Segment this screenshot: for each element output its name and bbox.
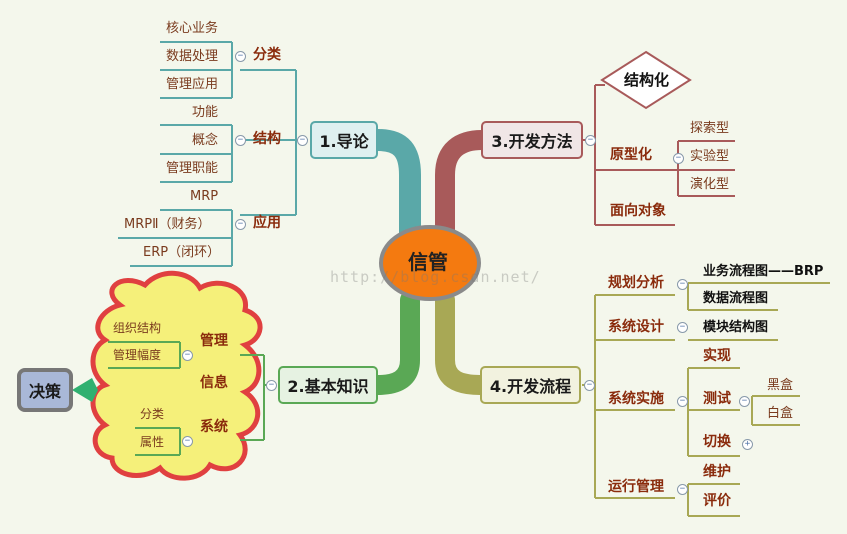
intro-leaf[interactable]: 核心业务: [166, 21, 219, 36]
collapse-icon[interactable]: −: [182, 436, 193, 447]
method-prototype[interactable]: 原型化: [610, 147, 652, 163]
knowledge-group-manage[interactable]: 管理: [200, 333, 228, 349]
intro-leaf[interactable]: MRPⅡ（财务）: [124, 217, 211, 232]
intro-leaf[interactable]: 概念: [192, 133, 219, 148]
intro-leaf[interactable]: 管理职能: [166, 161, 219, 176]
collapse-icon[interactable]: −: [677, 484, 688, 495]
intro-group-application[interactable]: 应用: [253, 215, 281, 231]
process-design[interactable]: 系统设计: [608, 319, 664, 335]
process-test-leaf[interactable]: 黑盒: [767, 378, 794, 393]
knowledge-leaf[interactable]: 组织结构: [113, 321, 162, 335]
collapse-icon[interactable]: −: [235, 219, 246, 230]
knowledge-group-info[interactable]: 信息: [200, 375, 228, 391]
center-node-ring: [379, 225, 481, 301]
collapse-icon[interactable]: −: [585, 135, 596, 146]
intro-group-category[interactable]: 分类: [253, 47, 281, 63]
collapse-icon[interactable]: −: [235, 51, 246, 62]
intro-group-structure[interactable]: 结构: [253, 131, 281, 147]
diamond-structured: [600, 50, 692, 110]
node-decision[interactable]: 决策: [17, 368, 73, 412]
collapse-icon[interactable]: −: [266, 380, 277, 391]
process-impl[interactable]: 系统实施: [608, 391, 664, 407]
process-ops-leaf[interactable]: 维护: [703, 464, 731, 480]
process-impl-test[interactable]: 测试: [703, 391, 731, 407]
node-knowledge[interactable]: 2.基本知识: [278, 366, 378, 404]
collapse-icon[interactable]: −: [677, 396, 688, 407]
method-leaf[interactable]: 演化型: [690, 177, 730, 192]
process-impl-switch[interactable]: 切换: [703, 434, 731, 450]
knowledge-group-system[interactable]: 系统: [200, 419, 228, 435]
collapse-icon[interactable]: −: [235, 135, 246, 146]
collapse-icon[interactable]: −: [677, 322, 688, 333]
process-planning-leaf[interactable]: 数据流程图: [703, 291, 769, 306]
method-structured[interactable]: 结构化: [624, 71, 670, 89]
knowledge-leaf[interactable]: 管理幅度: [113, 348, 162, 362]
callout-cloud: [90, 270, 263, 481]
method-oo[interactable]: 面向对象: [610, 203, 666, 219]
method-leaf[interactable]: 实验型: [690, 149, 730, 164]
expand-icon[interactable]: +: [742, 439, 753, 450]
node-process[interactable]: 4.开发流程: [480, 366, 581, 404]
collapse-icon[interactable]: −: [182, 350, 193, 361]
intro-leaf[interactable]: ERP（闭环）: [143, 245, 221, 260]
center-node-label[interactable]: 信管: [408, 250, 448, 274]
process-design-leaf[interactable]: 模块结构图: [703, 320, 769, 335]
collapse-icon[interactable]: −: [677, 279, 688, 290]
collapse-icon[interactable]: −: [584, 380, 595, 391]
process-ops[interactable]: 运行管理: [608, 479, 664, 495]
node-method[interactable]: 3.开发方法: [481, 121, 583, 159]
knowledge-leaf[interactable]: 属性: [140, 435, 165, 449]
node-intro[interactable]: 1.导论: [310, 121, 378, 159]
intro-leaf[interactable]: 数据处理: [166, 49, 219, 64]
watermark: http://blog.csdn.net/: [330, 268, 541, 286]
process-ops-leaf[interactable]: 评价: [703, 493, 731, 509]
method-leaf[interactable]: 探索型: [690, 121, 730, 136]
process-planning-leaf[interactable]: 业务流程图——BRP: [703, 264, 824, 279]
process-planning[interactable]: 规划分析: [608, 275, 664, 291]
collapse-icon[interactable]: −: [673, 153, 684, 164]
collapse-icon[interactable]: −: [739, 396, 750, 407]
knowledge-leaf[interactable]: 分类: [140, 407, 165, 421]
collapse-icon[interactable]: −: [297, 135, 308, 146]
intro-leaf[interactable]: 管理应用: [166, 77, 219, 92]
intro-leaf[interactable]: 功能: [192, 105, 219, 120]
process-impl-realize[interactable]: 实现: [703, 348, 731, 364]
intro-leaf[interactable]: MRP: [190, 189, 219, 204]
process-test-leaf[interactable]: 白盒: [767, 406, 794, 421]
